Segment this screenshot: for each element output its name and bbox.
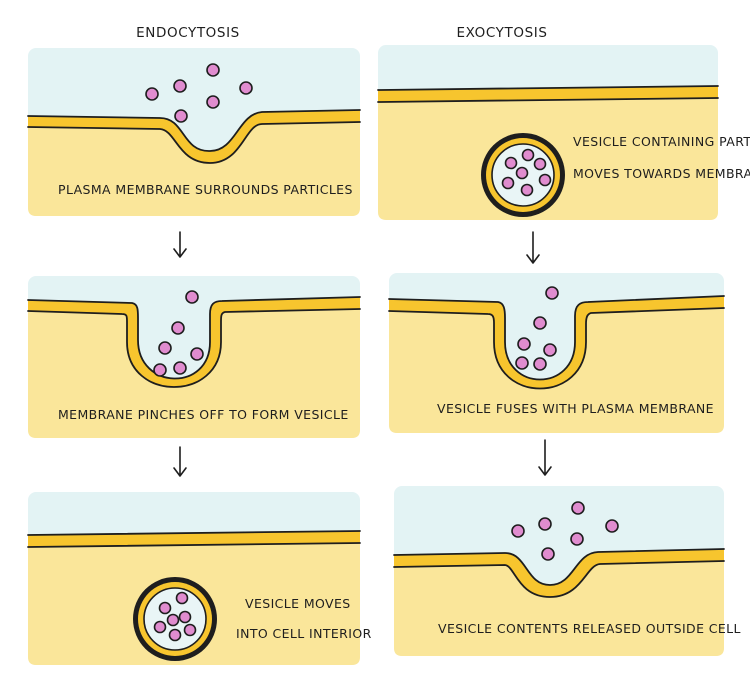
- particle: [153, 363, 167, 377]
- exo-panel-3: VESICLE CONTENTS RELEASED OUTSIDE CELL: [393, 486, 741, 656]
- particle: [517, 337, 531, 351]
- endocytosis-title: ENDOCYTOSIS: [136, 25, 240, 41]
- particle: [533, 157, 547, 171]
- particle: [185, 290, 199, 304]
- particle: [570, 532, 584, 546]
- particle: [166, 613, 180, 627]
- particle: [175, 591, 189, 605]
- particle: [541, 547, 555, 561]
- exocytosis-title: EXOCYTOSIS: [457, 25, 548, 41]
- endo-step-1-label: PLASMA MEMBRANE SURROUNDS PARTICLES: [58, 182, 353, 197]
- particle: [190, 347, 204, 361]
- particle: [173, 361, 187, 375]
- endo-panel-2: MEMBRANE PINCHES OFF TO FORM VESICLE: [27, 276, 361, 438]
- particle: [511, 524, 525, 538]
- particle: [501, 176, 515, 190]
- particle: [158, 341, 172, 355]
- particle: [153, 620, 167, 634]
- particle: [515, 166, 529, 180]
- particle: [605, 519, 619, 533]
- particle: [173, 79, 187, 93]
- particle: [168, 628, 182, 642]
- particle: [520, 183, 534, 197]
- particle: [239, 81, 253, 95]
- particle: [533, 316, 547, 330]
- exo-panel-2: VESICLE FUSES WITH PLASMA MEMBRANE: [388, 273, 725, 433]
- exo-step-3-label: VESICLE CONTENTS RELEASED OUTSIDE CELL: [438, 621, 741, 636]
- particle: [545, 286, 559, 300]
- exo-step-1-label-line2: MOVES TOWARDS MEMBRANE: [573, 166, 750, 181]
- particle: [145, 87, 159, 101]
- particle: [538, 517, 552, 531]
- endo-arrow-2-icon: [173, 446, 187, 477]
- exo-arrow-2-icon: [538, 439, 552, 476]
- particle: [533, 357, 547, 371]
- endo-step-2-label: MEMBRANE PINCHES OFF TO FORM VESICLE: [58, 407, 349, 422]
- exo-step-2-label: VESICLE FUSES WITH PLASMA MEMBRANE: [437, 401, 714, 416]
- exo-panel-1: VESICLE CONTAINING PARTICLES MOVES TOWAR…: [377, 45, 750, 220]
- endo-arrow-1-icon: [173, 231, 187, 258]
- exo-step-1-label-line1: VESICLE CONTAINING PARTICLES: [573, 134, 750, 149]
- endo-step-3-label-line1: VESICLE MOVES: [245, 596, 351, 611]
- particle: [538, 173, 552, 187]
- particle: [521, 148, 535, 162]
- particle: [183, 623, 197, 637]
- particle: [206, 95, 220, 109]
- particle: [174, 109, 188, 123]
- endo-panel-3: VESICLE MOVES INTO CELL INTERIOR: [27, 492, 372, 665]
- particle: [171, 321, 185, 335]
- particle: [206, 63, 220, 77]
- particle: [571, 501, 585, 515]
- particle: [158, 601, 172, 615]
- endo-step-3-label-line2: INTO CELL INTERIOR: [236, 626, 372, 641]
- particle: [504, 156, 518, 170]
- exo-arrow-1-icon: [526, 231, 540, 264]
- endo-panel-1: PLASMA MEMBRANE SURROUNDS PARTICLES: [27, 48, 361, 216]
- particle: [178, 610, 192, 624]
- particle: [543, 343, 557, 357]
- particle: [515, 356, 529, 370]
